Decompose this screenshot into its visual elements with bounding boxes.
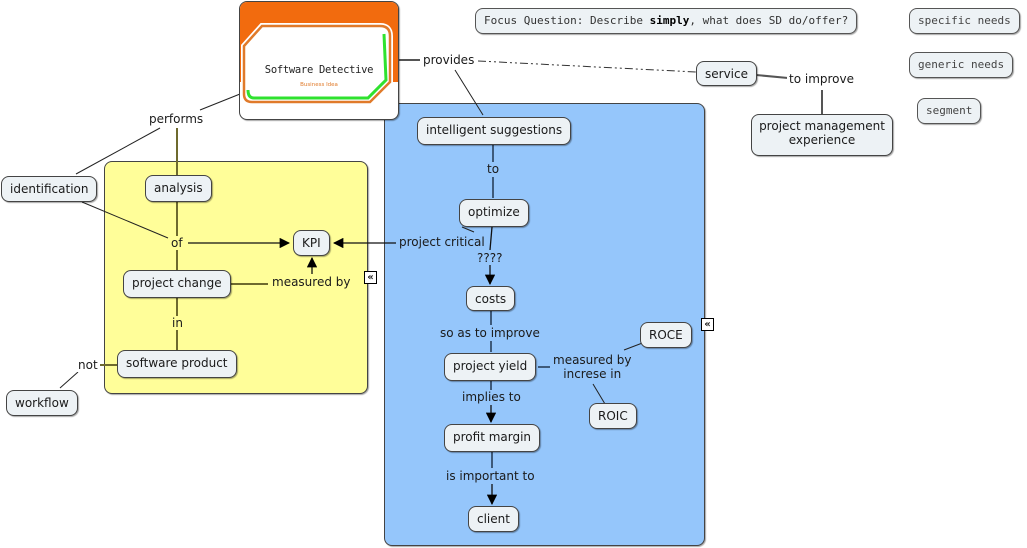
focus-question-suffix: , what does SD do/offer?: [689, 14, 849, 27]
link-measured-by[interactable]: measured by: [270, 275, 353, 289]
concept-software-product[interactable]: software product: [117, 350, 237, 378]
edge-optimize-critical: [461, 226, 475, 233]
concept-workflow[interactable]: workflow: [6, 390, 78, 416]
concept-profit-margin[interactable]: profit margin: [444, 424, 541, 452]
pm-experience-line1: project management: [759, 119, 885, 133]
collapse-yellow-group-icon[interactable]: «: [364, 271, 377, 284]
concept-identification[interactable]: identification: [1, 176, 98, 202]
edge-service-improve: [755, 74, 789, 79]
concept-service[interactable]: service: [696, 61, 757, 86]
concept-analysis[interactable]: analysis: [145, 175, 212, 202]
focus-question[interactable]: Focus Question: Describe simply, what do…: [475, 8, 858, 34]
link-so-as-to-improve[interactable]: so as to improve: [438, 326, 542, 340]
logo-title: Software Detective: [264, 64, 374, 76]
edge-provides-suggestions: [454, 69, 484, 116]
link-in[interactable]: in: [170, 316, 185, 330]
legend-segment[interactable]: segment: [917, 98, 982, 124]
collapse-blue-group-icon[interactable]: «: [701, 318, 714, 331]
edge-optimize-qq: [489, 226, 493, 251]
link-project-critical[interactable]: project critical: [399, 235, 485, 249]
legend-generic-needs[interactable]: generic needs: [909, 52, 1014, 78]
edge-logo-performs: [199, 93, 241, 111]
concept-project-change[interactable]: project change: [123, 270, 231, 298]
link-of[interactable]: of: [169, 236, 185, 250]
focus-question-bold: simply: [649, 14, 690, 27]
concept-client[interactable]: client: [468, 506, 519, 532]
logo-frame-shape: [240, 2, 398, 105]
edge-measured-roic: [592, 383, 606, 405]
focus-question-prefix: Focus Question: Describe: [484, 14, 650, 27]
edge-provides-service-dashed: [477, 60, 697, 73]
software-detective-logo-node[interactable]: Software Detective Business Idea: [239, 1, 399, 120]
concept-roce[interactable]: ROCE: [640, 322, 692, 348]
pm-experience-line2: experience: [788, 133, 856, 147]
edge-workflow-not: [59, 371, 79, 389]
link-provides[interactable]: provides: [421, 53, 477, 67]
edge-performs-identification: [75, 127, 161, 175]
concept-project-yield[interactable]: project yield: [444, 353, 537, 381]
link-is-important-to[interactable]: is important to: [444, 469, 537, 483]
link-to[interactable]: to: [485, 162, 502, 176]
logo-subtitle: Business Idea: [300, 82, 338, 88]
link-not[interactable]: not: [76, 358, 100, 372]
legend-specific-needs[interactable]: specific needs: [909, 8, 1020, 34]
concept-costs[interactable]: costs: [466, 286, 516, 311]
measured-increase-line1: measured by: [553, 353, 632, 367]
link-to-improve[interactable]: to improve: [787, 72, 856, 86]
link-implies-to[interactable]: implies to: [460, 390, 523, 404]
concept-optimize[interactable]: optimize: [459, 199, 529, 227]
measured-increase-line2: increse in: [563, 367, 622, 381]
link-performs[interactable]: performs: [147, 112, 206, 126]
concept-intelligent-suggestions[interactable]: intelligent suggestions: [417, 117, 572, 145]
concept-roic[interactable]: ROIC: [589, 403, 637, 429]
edge-identification-of: [81, 201, 169, 239]
concept-kpi[interactable]: KPI: [293, 230, 330, 256]
link-question-marks[interactable]: ????: [475, 251, 505, 265]
link-measured-by-increase[interactable]: measured by increse in: [551, 353, 634, 381]
concept-pm-experience[interactable]: project management experience: [751, 114, 893, 156]
